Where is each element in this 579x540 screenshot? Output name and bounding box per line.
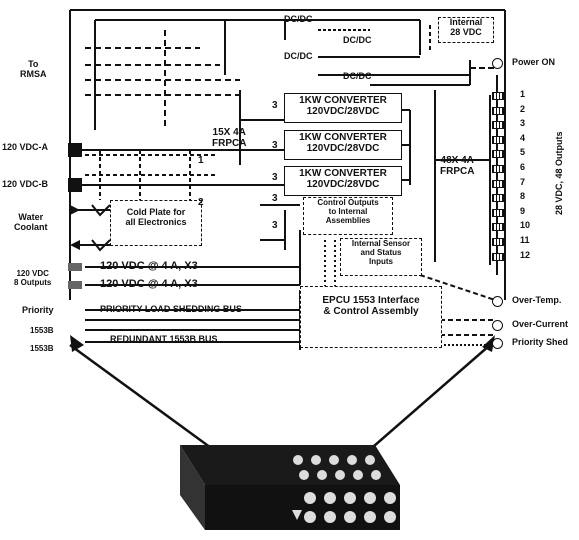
epcu-label: EPCU 1553 Interface & Control Assembly [322, 295, 420, 317]
converter-label-2: 1KW CONVERTER 120VDC/28VDC [299, 132, 387, 154]
output-number: 5 [520, 147, 526, 158]
label-frpca-48x: 48X 4A FRPCA [440, 155, 475, 177]
priority-shed-connector [492, 338, 503, 349]
output-number: 2 [520, 103, 526, 114]
label-n3c: 3 [272, 172, 278, 183]
output-pin [492, 150, 504, 159]
label-vdc-b: 120 VDC-B [2, 179, 49, 189]
label-vdc-8-outputs: 120 VDC 8 Outputs [14, 269, 52, 287]
converter-label-3: 1KW CONVERTER 120VDC/28VDC [299, 168, 387, 190]
sensor-inputs-label: Internal Sensor and Status Inputs [351, 239, 411, 266]
arrow-head-right [482, 335, 495, 352]
label-dcdc-1: DC/DC [284, 14, 313, 24]
output-pin [492, 252, 504, 261]
output-pin [492, 208, 504, 217]
output-pin [492, 121, 504, 130]
output-number: 12 [520, 249, 531, 260]
label-n1: 1 [198, 155, 204, 166]
output-number: 8 [520, 191, 526, 202]
terminal-out-2 [68, 281, 82, 289]
output-number: 9 [520, 205, 526, 216]
control-outputs-label: Control Outputs to Internal Assemblies [317, 198, 379, 225]
label-1553b-2: 1553B [30, 344, 54, 353]
converter-box-2: 1KW CONVERTER 120VDC/28VDC [284, 130, 402, 160]
label-vdc-a: 120 VDC-A [2, 142, 49, 152]
output-number: 11 [520, 235, 530, 245]
label-priority: Priority [22, 305, 54, 315]
label-priority-bus: PRIORITY LOAD SHEDDING BUS [100, 304, 242, 314]
over-temp-connector [492, 296, 503, 307]
output-pin [492, 165, 504, 173]
power-on-connector [492, 58, 503, 69]
label-to-rmsa: To RMSA [20, 59, 47, 79]
label-priority-shed: Priority Shed [512, 337, 569, 347]
output-pin [492, 106, 504, 115]
label-redundant-bus: REDUNDANT 1553B BUS [110, 334, 218, 344]
output-number: 7 [520, 176, 526, 187]
label-1553b-1: 1553B [30, 326, 54, 335]
coolant-in-arrow [70, 205, 80, 215]
output-pin [492, 223, 504, 232]
terminal-out-1 [68, 263, 82, 271]
output-pin [492, 238, 504, 246]
label-n3d: 3 [272, 193, 278, 204]
label-n2: 2 [198, 197, 204, 208]
label-over-temp: Over-Temp. [512, 295, 562, 305]
output-number: 4 [520, 132, 526, 143]
output-pin [492, 92, 504, 100]
label-over-current: Over-Current [512, 319, 569, 329]
label-n3b: 3 [272, 140, 278, 151]
output-pin [492, 135, 504, 144]
epcu-box: EPCU 1553 Interface & Control Assembly [300, 286, 442, 348]
output-pin [492, 179, 504, 188]
sensor-inputs-box: Internal Sensor and Status Inputs [340, 238, 422, 276]
converter-box-1: 1KW CONVERTER 120VDC/28VDC [284, 93, 402, 123]
label-power-on: Power ON [512, 57, 556, 67]
converter-label-1: 1KW CONVERTER 120VDC/28VDC [299, 95, 387, 117]
label-dcdc-2: DC/DC [343, 35, 372, 45]
arrow-head-left [70, 335, 84, 352]
label-line-a: 120 VDC @ 4 A, X3 [100, 260, 198, 272]
internal-28vdc-label: Internal 28 VDC [449, 17, 483, 37]
converter-box-3: 1KW CONVERTER 120VDC/28VDC [284, 166, 402, 196]
terminal-vdc-b [68, 178, 82, 192]
output-pin [492, 194, 504, 203]
label-28vdc-48-outputs: 28 VDC, 48 Outputs [554, 131, 564, 215]
over-current-connector [492, 320, 503, 331]
label-n3a: 3 [272, 100, 278, 111]
output-number: 6 [520, 162, 526, 172]
label-dcdc-4: DC/DC [343, 71, 372, 81]
output-number: 10 [520, 220, 531, 231]
output-number: 3 [520, 118, 526, 129]
internal-28vdc-box: Internal 28 VDC [438, 17, 494, 43]
epcu-device [180, 445, 400, 530]
cold-plate-box: Cold Plate for all Electronics [110, 200, 202, 246]
label-water-coolant: Water Coolant [14, 212, 48, 232]
control-outputs-box: Control Outputs to Internal Assemblies [303, 197, 393, 235]
output-number: 1 [520, 89, 526, 99]
terminal-vdc-a [68, 143, 82, 157]
label-frpca-15x: 15X 4A FRPCA [212, 127, 247, 149]
label-dcdc-3: DC/DC [284, 51, 313, 61]
coolant-out-arrow [70, 240, 80, 250]
label-line-b: 120 VDC @ 4 A, X3 [100, 278, 198, 290]
label-n3e: 3 [272, 220, 278, 231]
cold-plate-label: Cold Plate for all Electronics [125, 207, 187, 227]
